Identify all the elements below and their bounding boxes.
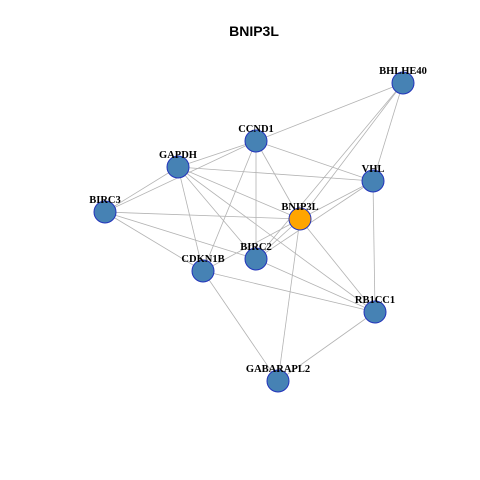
- edge-ccnd1-vhl: [255, 140, 374, 182]
- node-bnip3l[interactable]: [288, 207, 312, 231]
- node-label-birc2: BIRC2: [240, 242, 272, 253]
- node-birc2[interactable]: [244, 247, 268, 271]
- node-gapdh[interactable]: [166, 155, 190, 179]
- node-label-bnip3l: BNIP3L: [281, 202, 318, 213]
- node-label-bhlhe40: BHLHE40: [379, 66, 427, 77]
- edge-ccnd1-cdkn1b: [202, 140, 257, 272]
- edge-bnip3l-gabarapl2: [277, 218, 301, 382]
- edge-gapdh-birc3: [104, 166, 179, 213]
- edge-bhlhe40-ccnd1: [255, 82, 404, 142]
- edge-birc3-bnip3l: [104, 211, 301, 220]
- node-label-ccnd1: CCND1: [238, 124, 274, 135]
- node-label-cdkn1b: CDKN1B: [181, 254, 224, 265]
- node-label-birc3: BIRC3: [89, 195, 121, 206]
- node-vhl[interactable]: [361, 169, 385, 193]
- edge-gapdh-birc2: [177, 166, 257, 260]
- edge-rb1cc1-gabarapl2: [277, 311, 376, 382]
- edge-cdkn1b-rb1cc1: [202, 270, 376, 313]
- node-label-gabarapl2: GABARAPL2: [246, 364, 310, 375]
- edge-bnip3l-rb1cc1: [299, 218, 376, 313]
- node-label-gapdh: GAPDH: [159, 150, 197, 161]
- edge-bnip3l-cdkn1b: [202, 218, 301, 272]
- edge-gapdh-bnip3l: [177, 166, 301, 220]
- edge-ccnd1-bnip3l: [255, 140, 301, 220]
- diagram-title: BNIP3L: [229, 23, 279, 39]
- edge-gapdh-cdkn1b: [177, 166, 204, 272]
- node-label-vhl: VHL: [362, 164, 385, 175]
- node-gabarapl2[interactable]: [266, 369, 290, 393]
- node-cdkn1b[interactable]: [191, 259, 215, 283]
- edge-bhlhe40-bnip3l: [299, 82, 404, 220]
- edge-gapdh-vhl: [177, 166, 374, 182]
- edge-gapdh-rb1cc1: [177, 166, 376, 313]
- edge-cdkn1b-gabarapl2: [202, 270, 279, 382]
- edge-vhl-rb1cc1: [372, 180, 376, 313]
- edge-birc2-rb1cc1: [255, 258, 376, 313]
- edge-bhlhe40-vhl: [372, 82, 404, 182]
- edge-vhl-birc2: [255, 180, 374, 260]
- node-bhlhe40[interactable]: [391, 71, 415, 95]
- edge-birc3-birc2: [104, 211, 257, 260]
- edge-birc3-cdkn1b: [104, 211, 204, 272]
- node-label-rb1cc1: RB1CC1: [355, 295, 395, 306]
- edge-ccnd1-gapdh: [177, 140, 257, 168]
- node-ccnd1[interactable]: [244, 129, 268, 153]
- node-layer: [93, 71, 415, 393]
- edge-vhl-bnip3l: [299, 180, 374, 220]
- node-rb1cc1[interactable]: [363, 300, 387, 324]
- node-birc3[interactable]: [93, 200, 117, 224]
